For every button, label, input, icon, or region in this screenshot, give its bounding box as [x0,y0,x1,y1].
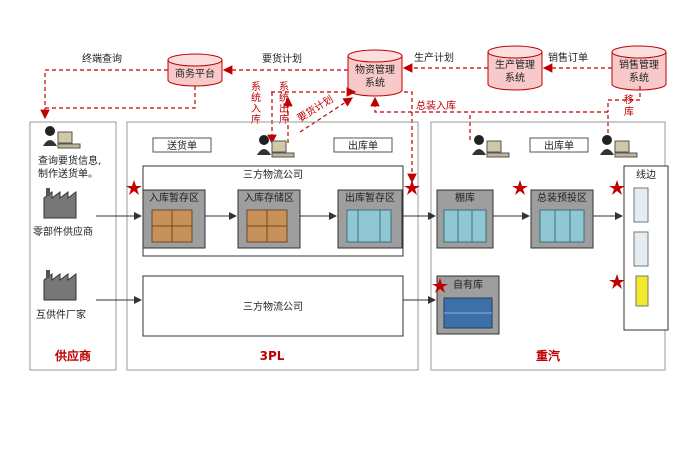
move-label-2: 库 [624,105,634,118]
sales-management-db: 销售管理 系统 [611,45,667,91]
person-computer-icon [600,135,638,158]
production-management-db: 生产管理 系统 [487,45,543,91]
information-flows [40,63,641,184]
sales-system-label-1: 销售管理 [619,58,659,71]
star-icon [609,180,625,195]
production-system-label-1: 生产管理 [495,58,535,71]
heavy-out-note-label: 出库单 [544,139,574,152]
zone-in-store: 入库存储区 [237,189,301,249]
factory-icon [43,188,77,219]
demand-plan-label: 要货计划 [262,52,302,65]
svg-text:自有库: 自有库 [453,278,483,291]
tpl-company-bottom-box [142,275,404,337]
key-point-stars [126,180,625,293]
svg-text:库: 库 [279,113,289,126]
svg-text:出: 出 [279,102,289,115]
zone-in-temp: 入库暂存区 [142,189,206,249]
heavy-footer: 重汽 [536,348,560,363]
factory-icon [43,270,77,301]
mutual-supplier-label: 互供件厂家 [36,308,86,321]
svg-text:线边: 线边 [636,168,656,181]
tpl-company-top-label: 三方物流公司 [243,168,303,181]
delivery-note-label: 送货单 [167,139,197,152]
svg-text:入库暂存区: 入库暂存区 [149,191,199,204]
star-icon [404,180,420,195]
commerce-platform-label: 商务平台 [175,67,215,80]
delivery-note-box [152,137,212,153]
terminal-query-label: 终端查询 [82,52,122,65]
svg-text:库: 库 [251,113,261,126]
star-icon [126,180,142,195]
own-warehouse: 自有库 [436,275,500,335]
sales-system-label-2: 系统 [629,71,649,84]
svg-text:出库暂存区: 出库暂存区 [345,191,395,204]
svg-text:系: 系 [279,81,289,93]
tpl-out-note-box [333,137,393,153]
star-icon [609,274,625,289]
tpl-company-bottom-label: 三方物流公司 [243,300,303,313]
svg-text:棚库: 棚库 [455,191,475,204]
parts-supplier-label: 零部件供应商 [33,225,93,238]
tpl-footer: 3PL [260,349,285,363]
material-system-label-2: 系统 [365,76,385,89]
person-computer-icon [257,135,295,158]
svg-text:入: 入 [251,104,261,115]
sales-order-label: 销售订单 [548,51,588,64]
heavy-out-note-box [529,137,589,153]
assembly-in-label: 总装入库 [416,99,456,112]
assembly-preset-zone: 总装预投区 [530,189,594,249]
material-system-label-1: 物资管理 [355,63,395,76]
demand-plan-diagonal-label: 要货计划 [295,92,336,124]
shed-warehouse: 棚库 [436,189,494,249]
query-info-line-1: 查询要货信息, [38,154,101,167]
query-info-line-2: 制作送货单。 [38,167,98,180]
tpl-section [126,121,419,371]
production-system-label-2: 系统 [505,71,525,84]
tpl-out-note-label: 出库单 [348,139,378,152]
supplier-section [29,121,117,371]
production-plan-label: 生产计划 [414,51,454,64]
supplier-footer: 供应商 [54,348,91,363]
svg-text:统: 统 [279,91,289,104]
svg-text:入库存储区: 入库存储区 [244,191,294,204]
material-flows [96,212,623,304]
star-icon [432,278,448,293]
svg-text:统: 统 [251,91,261,104]
commerce-platform-db: 商务平台 [167,53,223,87]
line-side-area: 线边 [623,165,669,331]
system-in-label: 系 统 入 库 [251,81,261,126]
zone-out-temp: 出库暂存区 [337,189,403,249]
svg-text:系: 系 [251,81,261,93]
system-out-label: 系 统 出 库 [279,81,289,126]
person-computer-icon [472,135,510,158]
svg-text:总装预投区: 总装预投区 [537,191,587,204]
person-computer-icon [43,126,81,149]
material-management-db: 物资管理 系统 [347,49,403,97]
star-icon [512,180,528,195]
move-label-1: 移 [624,93,634,106]
